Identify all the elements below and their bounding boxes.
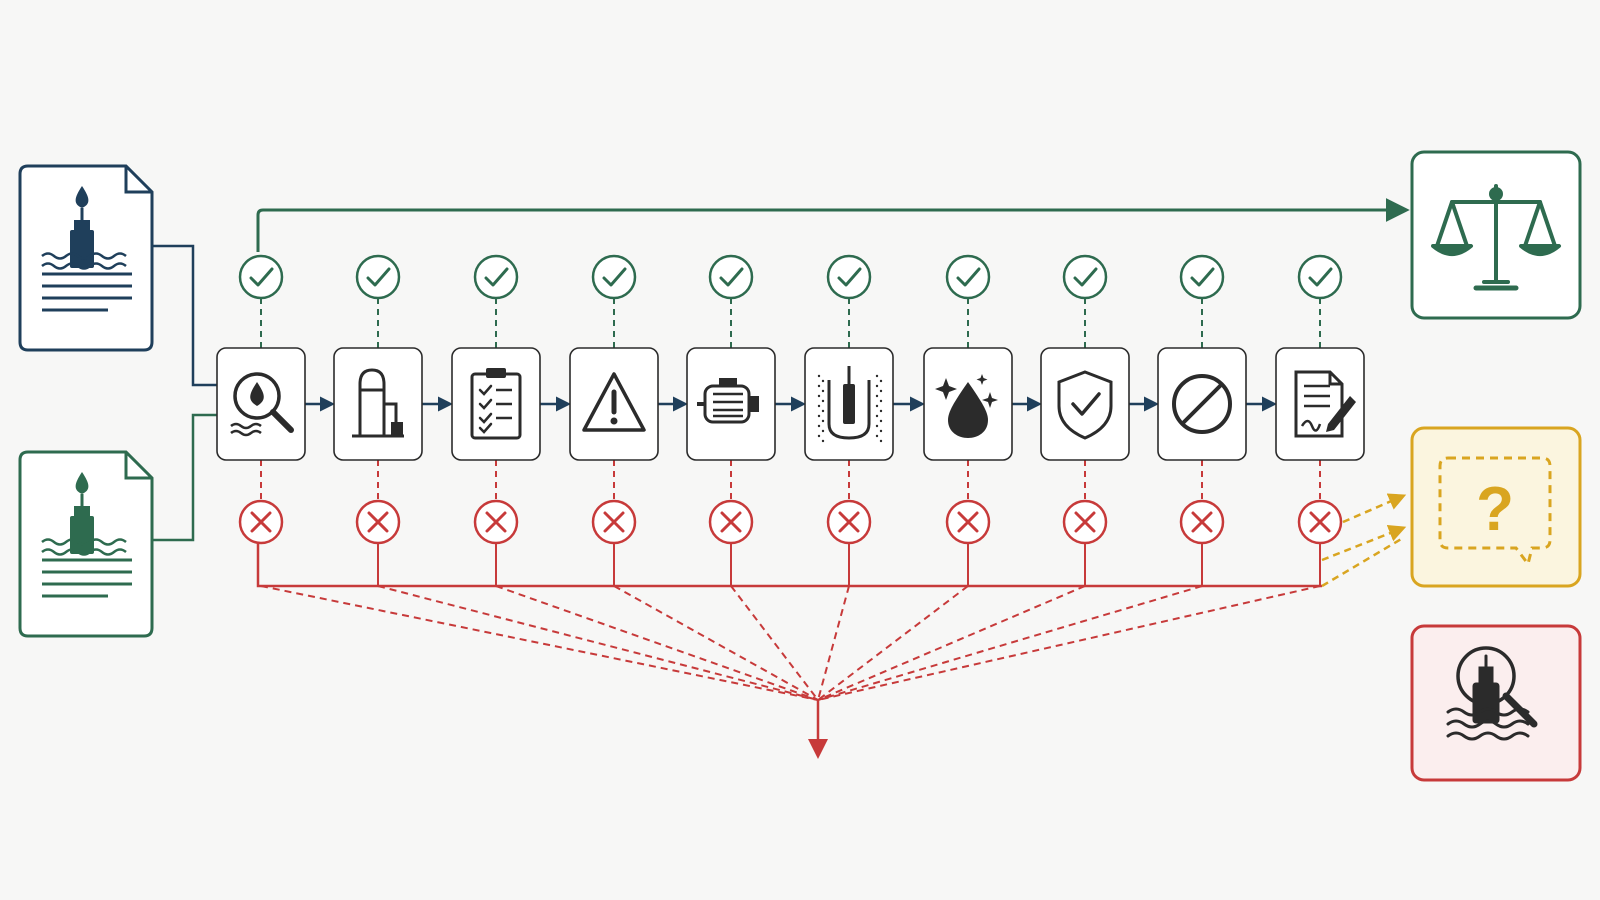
warning-arrow-bus: [1321, 536, 1404, 588]
fail-node-4: [591, 499, 637, 545]
input-connectors: [150, 244, 218, 542]
failure-bus: [256, 542, 1322, 759]
converge-link-8: [817, 585, 1086, 701]
fail-node-9: [1179, 499, 1225, 545]
fail-node-5: [708, 499, 754, 545]
check-node-4: [591, 254, 637, 300]
check-node-1: [238, 254, 284, 300]
prohibited-icon: [1172, 374, 1232, 434]
pressure-tank-icon: [352, 368, 404, 438]
converge-link-2: [377, 585, 819, 701]
process-step-5[interactable]: [686, 347, 776, 461]
outcome-clarification[interactable]: ?: [1410, 426, 1582, 588]
fail-node-3: [473, 499, 519, 545]
check-node-8: [1062, 254, 1108, 300]
question-bubble-icon: ?: [1438, 456, 1552, 568]
fail-node-10: [1297, 499, 1343, 545]
check-node-3: [473, 254, 519, 300]
connector-top-input: [150, 244, 218, 387]
balance-scale-icon: [1431, 184, 1561, 291]
converge-link-4: [613, 585, 819, 701]
fail-node-8: [1062, 499, 1108, 545]
process-step-7[interactable]: [923, 347, 1013, 461]
fail-node-6: [826, 499, 872, 545]
fail-node-7: [945, 499, 991, 545]
well-pump-document-icon: [41, 186, 132, 312]
process-step-1[interactable]: [216, 347, 306, 461]
shield-check-icon: [1057, 370, 1113, 440]
input-document-bottom[interactable]: [18, 450, 154, 638]
check-node-7: [945, 254, 991, 300]
converge-link-6: [817, 585, 850, 701]
process-step-6[interactable]: [804, 347, 894, 461]
dashed-links: [260, 298, 1321, 701]
converge-link-5: [730, 585, 819, 701]
check-node-5: [708, 254, 754, 300]
well-pump-document-icon: [41, 472, 132, 598]
converge-link-9: [817, 585, 1203, 701]
outcome-approved[interactable]: [1410, 150, 1582, 320]
converge-link-10: [817, 585, 1321, 701]
check-node-9: [1179, 254, 1225, 300]
check-node-6: [826, 254, 872, 300]
check-node-2: [355, 254, 401, 300]
question-mark-label: ?: [1476, 475, 1514, 544]
check-node-10: [1297, 254, 1343, 300]
water-inspection-magnifier-icon: [230, 372, 294, 437]
warning-arrow-lower: [1321, 525, 1407, 562]
check-nodes: [238, 254, 1343, 545]
process-step-8[interactable]: [1040, 347, 1130, 461]
failure-bus-line: [256, 542, 1322, 588]
process-step-9[interactable]: [1157, 347, 1247, 461]
connector-bottom-input: [150, 413, 218, 542]
process-step-4[interactable]: [569, 347, 659, 461]
fail-node-1: [238, 499, 284, 545]
electric-motor-icon: [697, 378, 759, 424]
outcome-investigation[interactable]: [1410, 624, 1582, 782]
well-inspection-magnifier-icon: [1446, 646, 1538, 741]
input-documents: [18, 164, 154, 638]
signed-document-icon: [1294, 370, 1356, 438]
warning-triangle-icon: [582, 372, 646, 432]
warning-route: [1321, 493, 1407, 588]
warning-arrow-upper: [1342, 493, 1407, 524]
fail-node-2: [355, 499, 401, 545]
converge-link-1: [260, 585, 819, 701]
converge-link-3: [495, 585, 819, 701]
checklist-clipboard-icon: [470, 368, 522, 440]
converge-link-7: [817, 585, 969, 701]
process-step-2[interactable]: [333, 347, 423, 461]
process-step-10[interactable]: [1275, 347, 1365, 461]
success-line: [256, 198, 1410, 252]
input-document-top[interactable]: [18, 164, 154, 352]
clean-water-drop-icon: [935, 374, 998, 438]
process-step-3[interactable]: [451, 347, 541, 461]
process-steps: [216, 347, 1365, 461]
submersible-pump-well-icon: [817, 366, 883, 443]
success-route: [256, 198, 1410, 252]
